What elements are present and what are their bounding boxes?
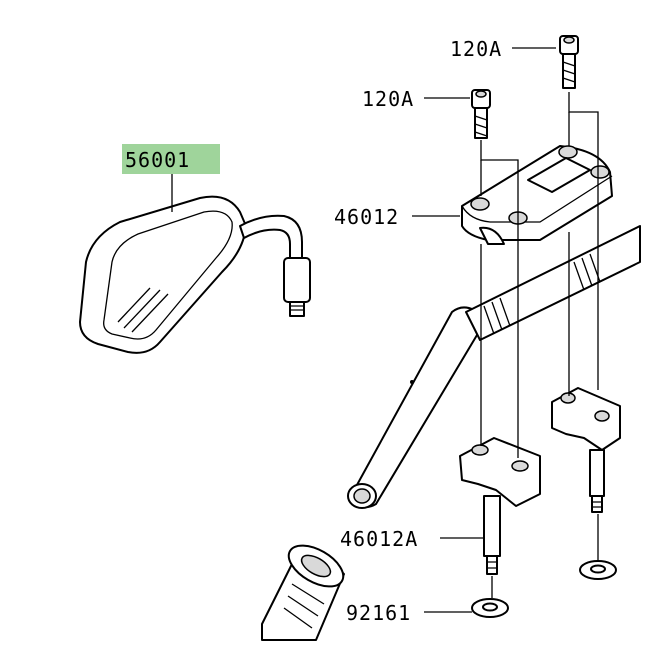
label-lower-holder[interactable]: 46012A xyxy=(340,527,418,551)
leader-lines xyxy=(171,47,556,613)
grip-part[interactable] xyxy=(261,537,350,641)
label-highlight xyxy=(122,144,220,174)
label-washer[interactable]: 92161 xyxy=(346,601,411,625)
lower-holder-right-part[interactable] xyxy=(551,387,621,513)
label-bolt-left[interactable]: 120A xyxy=(362,87,414,111)
label-mirror[interactable]: 56001 xyxy=(125,148,190,172)
label-bolt-top[interactable]: 120A xyxy=(450,37,502,61)
bolt-left-part[interactable] xyxy=(471,89,491,139)
handlebar[interactable] xyxy=(347,225,641,509)
washer-left-part[interactable] xyxy=(471,598,509,618)
upper-holder-part[interactable] xyxy=(461,145,613,245)
lower-holder-left-part[interactable] xyxy=(459,437,541,575)
assembly-guide-lines xyxy=(480,92,599,598)
washer-right-part[interactable] xyxy=(579,560,617,580)
label-upper-holder[interactable]: 46012 xyxy=(334,205,399,229)
mirror-part[interactable] xyxy=(79,195,311,354)
bolt-top-part[interactable] xyxy=(559,35,579,89)
